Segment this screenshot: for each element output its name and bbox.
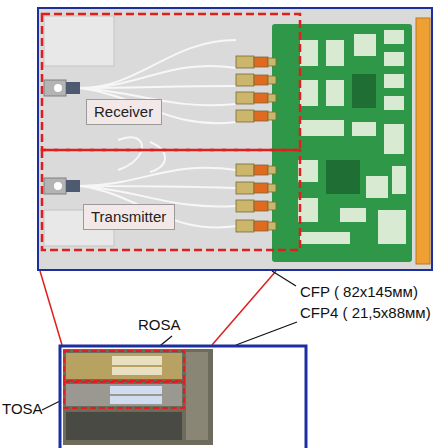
optical-components — [268, 76, 276, 84]
waveguide-lines — [80, 40, 236, 88]
optical-components — [254, 165, 268, 175]
waveguide-lines — [80, 86, 236, 88]
box-label: Transmitter — [91, 208, 167, 226]
cfp-module-housing — [38, 8, 432, 270]
pcb-board — [300, 40, 318, 66]
optical-components — [236, 56, 254, 68]
cfp4-module-photo — [110, 386, 162, 394]
pcb-board — [300, 80, 318, 106]
part-name: TOSA — [2, 400, 43, 418]
optical-components — [236, 182, 254, 194]
leader-line — [236, 322, 297, 345]
pcb-board — [352, 74, 376, 108]
pcb-board — [384, 74, 404, 88]
cfp4-module-photo — [60, 346, 306, 448]
optical-components — [236, 220, 254, 232]
region-outline — [64, 382, 184, 408]
cfp4-module-photo — [66, 353, 182, 379]
edge-connector — [416, 18, 430, 264]
optical-components — [254, 221, 268, 231]
optical-components — [268, 166, 276, 174]
pcb-board — [384, 96, 404, 110]
region-outline — [42, 14, 300, 150]
edge-connector — [416, 18, 430, 264]
pcb-board — [354, 34, 376, 56]
region-outline — [64, 351, 184, 408]
pcb-board — [384, 52, 404, 66]
cfp4-module-photo — [60, 346, 306, 448]
fiber-connector — [44, 80, 66, 96]
pcb-board — [352, 122, 376, 136]
pcb-board — [384, 124, 404, 154]
fiber-connector — [66, 82, 80, 94]
optical-components — [268, 184, 276, 192]
region-outline — [64, 351, 184, 381]
module-dimension: CFP ( 82x145мм) — [300, 283, 418, 301]
fiber-connector — [54, 182, 62, 190]
cfp4-module-photo — [66, 384, 182, 406]
optical-components — [268, 94, 276, 102]
optical-components — [254, 57, 268, 67]
pcb-board — [326, 80, 344, 106]
part-name: ROSA — [138, 316, 181, 334]
cfp4-module-photo — [186, 352, 208, 440]
fiber-connector — [44, 80, 80, 194]
pcb-board — [300, 120, 344, 136]
receiver-label-box: Receiver — [86, 99, 162, 125]
pcb-board — [384, 30, 404, 44]
transmitter-label-box: Transmitter — [83, 204, 175, 230]
cfp-module-housing — [44, 16, 114, 66]
cfp4-module-photo — [112, 356, 162, 365]
optical-components — [254, 183, 268, 193]
pcb-board — [272, 24, 412, 262]
leader-line — [40, 271, 62, 345]
optical-components — [268, 58, 276, 66]
waveguide-lines — [150, 142, 165, 172]
optical-components — [236, 92, 254, 104]
fiber-connector — [66, 180, 80, 192]
pcb-board — [272, 24, 412, 262]
waveguide-lines — [80, 40, 236, 228]
optical-components — [254, 75, 268, 85]
leader-line — [272, 271, 296, 286]
optical-components — [254, 201, 268, 211]
pcb-board — [300, 232, 350, 244]
pcb-board — [366, 176, 388, 198]
fiber-connector — [54, 84, 62, 92]
pcb-board — [378, 210, 406, 244]
optical-components — [254, 93, 268, 103]
box-label: Receiver — [94, 103, 154, 121]
optical-components — [268, 222, 276, 230]
optical-components — [236, 56, 276, 232]
optical-components — [236, 110, 254, 122]
optical-components — [236, 74, 254, 86]
pcb-board — [326, 160, 360, 194]
region-outline — [42, 150, 300, 250]
optical-components — [268, 112, 276, 120]
optical-components — [268, 202, 276, 210]
cfp4-module-photo — [112, 367, 162, 375]
waveguide-lines — [80, 168, 236, 186]
pcb-board — [326, 40, 344, 66]
cfp4-module-photo — [66, 412, 182, 440]
pcb-board — [392, 166, 406, 194]
cfp-module-housing — [38, 8, 432, 270]
fiber-connector — [44, 178, 66, 194]
waveguide-lines — [118, 137, 142, 170]
module-dimension: CFP4 ( 21,5x88мм) — [300, 304, 431, 322]
optical-components — [236, 164, 254, 176]
optical-components — [236, 200, 254, 212]
pcb-board — [340, 208, 366, 222]
waveguide-lines — [80, 66, 236, 88]
cfp4-module-photo — [110, 396, 162, 404]
optical-components — [254, 111, 268, 121]
region-outline — [42, 14, 300, 250]
cfp4-module-photo — [63, 349, 213, 445]
